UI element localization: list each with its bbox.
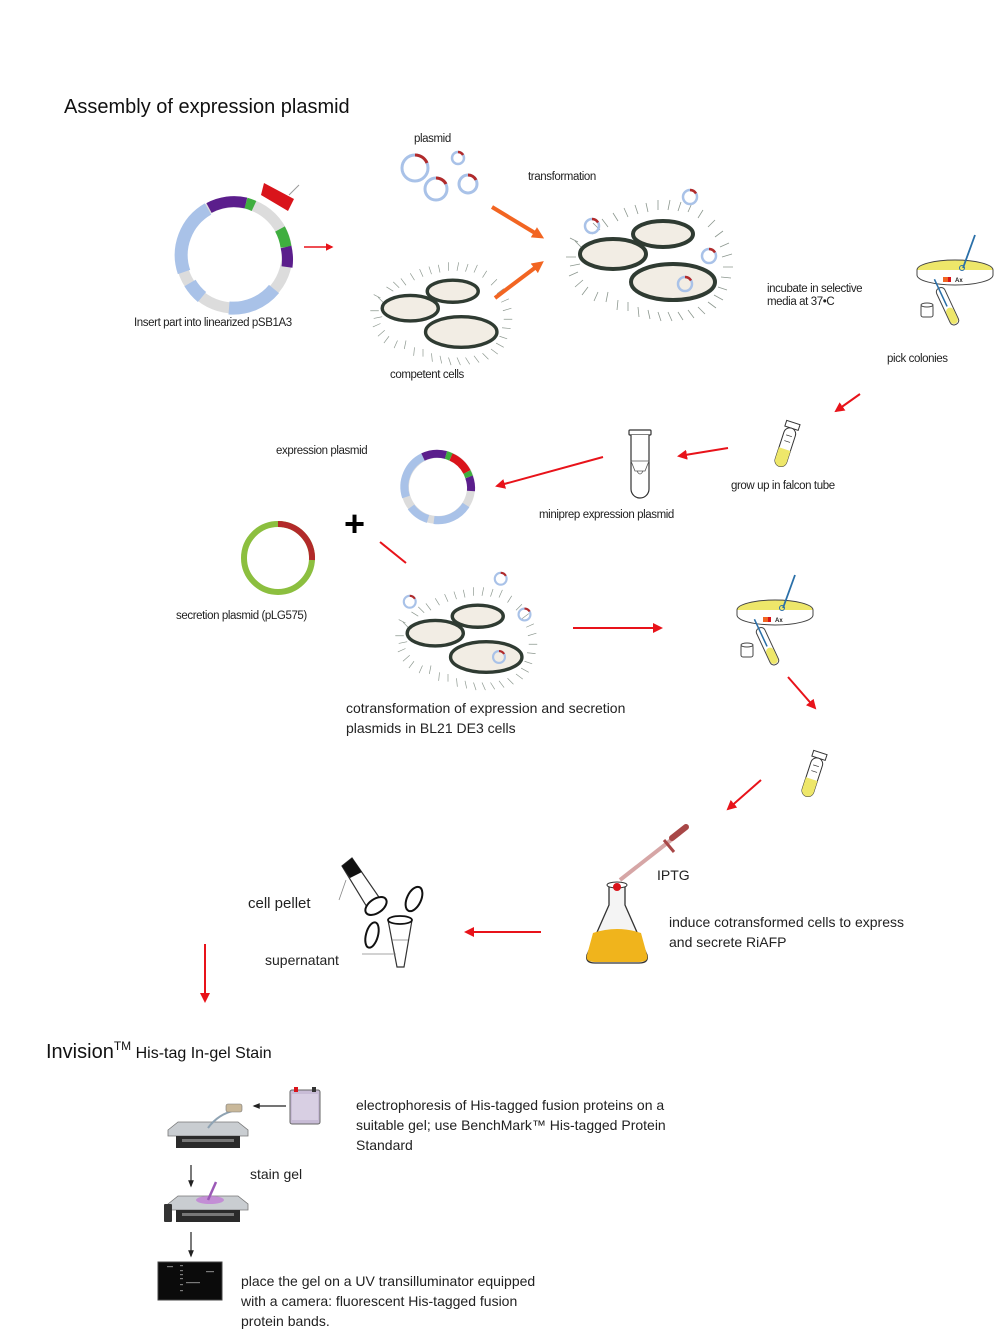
miniprep-label: miniprep expression plasmid [539,509,674,521]
transformation-label: transformation [528,171,596,183]
incubate-label: incubate in selective media at 37•C [767,283,863,309]
electrophoresis-label-line: electrophoresis of His-tagged fusion pro… [356,1097,665,1113]
plus-to-cells-line [379,541,407,564]
centrifuge-tubes-icon [338,857,424,968]
transformed-cells-graphic [564,188,735,323]
uv-transilluminator-label: place the gel on a UV transilluminator e… [241,1271,535,1331]
plasmid-copies [400,150,479,202]
plate-to-tube-arrow [787,676,817,710]
cotransformation-label: cotransformation of expression and secre… [346,698,625,738]
electrophoresis-label: electrophoresis of His-tagged fusion pro… [356,1095,666,1155]
induce-label: induce cotransformed cells to express an… [669,912,904,952]
invision-subtitle: His-tag In-gel Stain [131,1045,272,1062]
cell-pellet-label: cell pellet [248,895,311,912]
induce-label-line: and secrete RiAFP [669,934,787,950]
grow-to-miniprep-arrow [677,447,729,460]
electrophoresis-label-line: suitable gel; use BenchMark™ His-tagged … [356,1117,666,1133]
expression-plasmid-label: expression plasmid [276,445,368,457]
falcon-tube-culture-icon [798,749,828,799]
plasmid-to-transformation-arrow [490,205,545,239]
iptg-dropper-icon [618,824,689,882]
competent-cells-label: competent cells [390,369,464,381]
pick-to-grow-arrow [834,393,861,413]
plus-sign: + [344,503,366,544]
gel-stainer-icon [167,1103,249,1148]
erlenmeyer-flask-icon [586,881,648,964]
grow-up-label: grow up in falcon tube [731,480,835,492]
cotransformed-cells-graphic [393,571,539,692]
incubate-label-line: incubate in selective [767,283,863,295]
uv-label-line: with a camera: fluorescent His-tagged fu… [241,1293,518,1309]
electrophoresis-box-icon [289,1087,321,1125]
falcon-tube-grow-icon [771,419,801,469]
miniprep-tube-icon [628,429,652,499]
gel-rocker-icon [164,1181,249,1222]
tube-to-flask-arrow [726,779,762,811]
electrophoresis-label-line: Standard [356,1137,413,1153]
cells-to-transformation-arrow [493,261,544,300]
uv-gel-image-icon [157,1261,223,1301]
incubate-label-line: media at 37•C [767,296,835,308]
petri-plate-pick-colonies-icon [916,234,994,328]
supernatant-label: supernatant [265,952,339,968]
secretion-plasmid-diagram [241,520,316,595]
linearized-plasmid-diagram [174,183,300,315]
petri-plate-selection-icon [736,574,814,668]
insert-part-label: Insert part into linearized pSB1A3 [134,317,292,329]
trademark-mark: TM [113,1039,132,1053]
induce-label-line: induce cotransformed cells to express [669,914,904,930]
invision-title-text: Invision [46,1041,114,1063]
expression-plasmid-diagram [400,449,476,525]
stain-gel-label: stain gel [250,1166,303,1182]
cotransformation-label-line: plasmids in BL21 DE3 cells [346,720,516,736]
uv-label-line: protein bands. [241,1313,330,1329]
miniprep-to-expression-arrow [495,456,604,489]
secretion-plasmid-label: secretion plasmid (pLG575) [176,610,307,622]
uv-label-line: place the gel on a UV transilluminator e… [241,1273,536,1289]
iptg-label: IPTG [657,867,690,883]
invision-section-title: InvisionTM His-tag In-gel Stain [46,1039,272,1064]
pick-colonies-label: pick colonies [887,353,948,365]
cotransformation-label-line: cotransformation of expression and secre… [346,700,626,716]
plasmid-label: plasmid [414,133,451,145]
competent-cells-graphic [368,260,514,367]
assembly-section-title: Assembly of expression plasmid [64,96,350,118]
